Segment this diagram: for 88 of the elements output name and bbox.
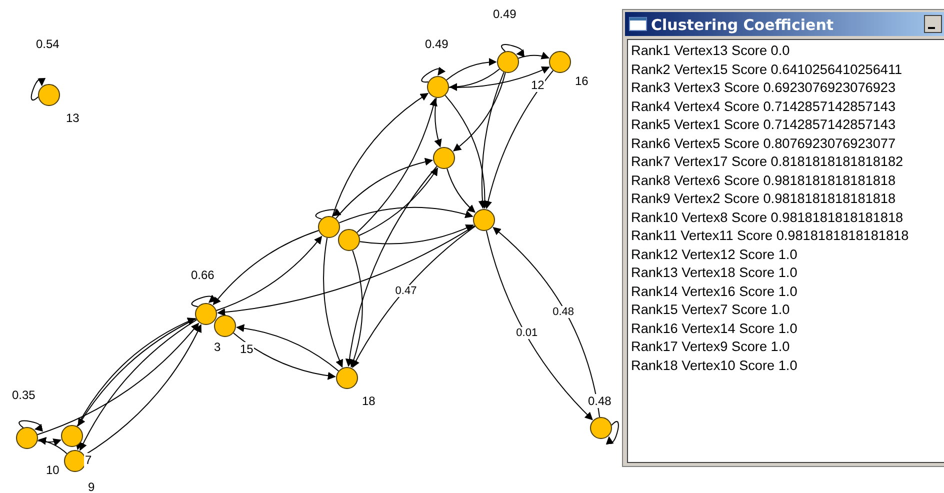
vertex-label: 7	[84, 453, 93, 467]
arrow	[434, 97, 442, 148]
arrow	[356, 98, 438, 233]
list-row: Rank5 Vertex1 Score 0.7142857142857143	[631, 116, 896, 133]
arrow	[352, 226, 476, 368]
vertex-label: 3	[213, 340, 222, 354]
list-row: Rank11 Vertex11 Score 0.9818181818181818	[631, 227, 909, 244]
arrow	[338, 206, 474, 224]
arrow	[449, 68, 500, 91]
arrow	[346, 166, 438, 367]
arrow	[518, 52, 550, 60]
arrow	[358, 167, 438, 236]
list-row: Rank4 Vertex4 Score 0.7142857142857143	[631, 98, 896, 114]
list-row: Rank8 Vertex6 Score 0.9818181818181818	[631, 172, 896, 188]
vertex-label: 0.49	[492, 7, 518, 21]
vertex-label: 9	[87, 480, 96, 493]
arrow	[30, 78, 45, 100]
vertex-circle	[497, 51, 519, 73]
vertex-label: 0.66	[190, 268, 216, 282]
vertex-circle	[38, 84, 60, 106]
list-row: Rank1 Vertex13 Score 0.0	[631, 42, 790, 59]
arrow	[446, 58, 497, 80]
vertex-circle	[336, 367, 358, 389]
vertex-label: 0.35	[11, 388, 36, 402]
edge-label: 0.48	[552, 306, 575, 318]
arrow	[332, 92, 429, 218]
vertex-circle	[195, 303, 217, 325]
arrow	[444, 94, 489, 209]
arrow	[359, 224, 474, 244]
vertex-label: 0.54	[35, 37, 60, 51]
arrow	[478, 72, 504, 209]
list-row: Rank2 Vertex15 Score 0.6410256410256411	[631, 60, 902, 78]
edge-label: 0.47	[394, 284, 418, 297]
arrow	[501, 44, 525, 56]
arrow	[453, 72, 506, 152]
arrow	[37, 438, 62, 446]
arrow	[315, 208, 342, 220]
list-row: Rank7 Vertex17 Score 0.8181818181818182	[631, 153, 904, 170]
vertex-circle	[433, 147, 455, 169]
vertex-circle	[16, 427, 38, 449]
list-row: Rank6 Vertex5 Score 0.8076923076923077	[631, 134, 896, 152]
list-row: Rank12 Vertex12 Score 1.0	[631, 246, 798, 262]
vertex-label: 15	[239, 342, 254, 356]
arrow	[232, 332, 336, 380]
arrow	[217, 225, 476, 316]
arrow	[323, 237, 344, 368]
vertex-circle	[61, 425, 83, 447]
list-row: Rank17 Vertex9 Score 1.0	[631, 338, 790, 355]
arrow	[236, 324, 340, 372]
list-row: Rank18 Vertex10 Score 1.0	[631, 356, 798, 374]
list-row: Rank10 Vertex8 Score 0.9818181818181818	[631, 208, 904, 226]
arrow	[446, 168, 476, 213]
list-row: Rank15 Vertex7 Score 1.0	[631, 301, 790, 318]
arrow	[191, 294, 217, 308]
list-row: Rank13 Vertex18 Score 1.0	[631, 264, 798, 281]
vertex-label: 0.48	[587, 394, 612, 408]
arrow	[350, 250, 363, 368]
arrow	[36, 322, 200, 436]
list-row: Rank14 Vertex16 Score 1.0	[631, 282, 798, 300]
arrow	[448, 66, 550, 88]
vertex-label: 13	[65, 111, 80, 125]
vertex-label: 16	[574, 74, 590, 88]
arrow	[606, 421, 619, 445]
window-title: Clustering Coefficient	[651, 16, 834, 34]
edge-label: 0.01	[515, 326, 539, 339]
arrow	[18, 420, 44, 431]
vertex-circle	[590, 417, 612, 439]
vertex-circle	[427, 76, 449, 98]
vertex-label: 10	[45, 463, 60, 477]
arrow	[212, 230, 320, 306]
arrow	[75, 442, 83, 450]
arrow	[335, 158, 433, 219]
vertex-circle	[318, 216, 340, 238]
vertex-circle	[473, 209, 495, 231]
vertex-label: 12	[530, 78, 546, 92]
arrow	[421, 66, 446, 82]
vertex-label: 0.49	[424, 37, 450, 51]
vertex-circle	[64, 450, 86, 472]
vertex-circle	[338, 229, 360, 251]
vertex-label: 18	[361, 394, 376, 408]
list-row: Rank16 Vertex14 Score 1.0	[631, 320, 798, 336]
arrow	[38, 437, 68, 454]
arrow	[484, 70, 554, 210]
arrow	[216, 236, 322, 311]
vertex-circle	[549, 51, 571, 73]
list-row: Rank3 Vertex3 Score 0.6923076923076923	[631, 79, 896, 96]
list-row: Rank9 Vertex2 Score 0.9818181818181818	[631, 190, 896, 207]
vertex-circle	[214, 315, 236, 337]
